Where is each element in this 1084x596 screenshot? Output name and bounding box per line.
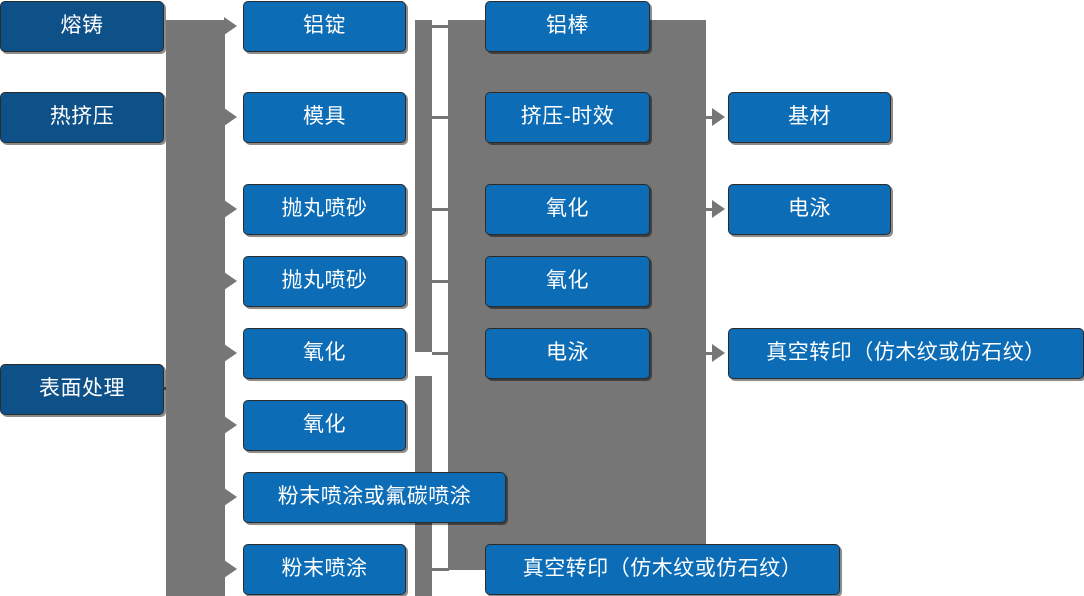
output-box-vacuum-transfer-printing[interactable]: 真空转印（仿木纹或仿石纹） xyxy=(728,328,1084,379)
material-label: 粉末喷涂 xyxy=(281,557,368,581)
output-arrow-3 xyxy=(712,344,725,362)
fanout-arrow-5 xyxy=(224,344,237,362)
stage-label: 熔铸 xyxy=(60,14,104,38)
fanout-arrow-2 xyxy=(224,108,237,126)
rung-connector-4 xyxy=(432,280,449,283)
stage-down-arrow-2 xyxy=(168,338,186,350)
material-box-mold[interactable]: 模具 xyxy=(243,92,406,143)
surface-treatment-stub xyxy=(164,387,190,390)
rung-connector-3 xyxy=(432,208,449,211)
output-arrow-2 xyxy=(712,200,725,218)
material-label: 抛丸喷砂 xyxy=(281,197,368,221)
fanout-block-connector xyxy=(188,20,225,596)
material-box-aluminum-ingot[interactable]: 铝锭 xyxy=(243,1,406,52)
process-label: 铝棒 xyxy=(546,14,589,38)
output-stem-2 xyxy=(706,208,714,211)
material-box-shot-blasting-1[interactable]: 抛丸喷砂 xyxy=(243,184,406,235)
rung-connector-5 xyxy=(432,352,449,355)
process-box-electrophoresis[interactable]: 电泳 xyxy=(485,328,650,379)
material-label: 氧化 xyxy=(303,413,346,437)
material-label: 氧化 xyxy=(303,341,346,365)
rung-connector-6 xyxy=(432,568,449,571)
output-stem-1 xyxy=(706,116,714,119)
fanout-arrow-8 xyxy=(224,560,237,578)
stage-label: 表面处理 xyxy=(39,377,125,401)
process-box-oxidation-2[interactable]: 氧化 xyxy=(485,256,650,307)
output-label: 基材 xyxy=(788,105,831,129)
output-arrow-1 xyxy=(712,108,725,126)
rung-connector-1 xyxy=(432,25,449,28)
output-box-electrophoresis[interactable]: 电泳 xyxy=(728,184,891,235)
material-label: 抛丸喷砂 xyxy=(281,269,368,293)
process-label: 氧化 xyxy=(546,197,589,221)
material-box-shot-blasting-2[interactable]: 抛丸喷砂 xyxy=(243,256,406,307)
stage-box-melting[interactable]: 熔铸 xyxy=(0,1,164,52)
stage-box-surface-treatment[interactable]: 表面处理 xyxy=(0,364,164,415)
rung-connector-2 xyxy=(432,116,449,119)
material-box-powder-or-fluorocarbon-coating[interactable]: 粉末喷涂或氟碳喷涂 xyxy=(243,472,506,523)
process-label: 电泳 xyxy=(546,341,589,365)
fanout-arrow-3 xyxy=(224,200,237,218)
process-label: 挤压-时效 xyxy=(520,105,615,129)
material-label: 粉末喷涂或氟碳喷涂 xyxy=(277,485,472,509)
material-label: 模具 xyxy=(303,105,346,129)
output-label: 电泳 xyxy=(788,197,831,221)
fanout-arrow-4 xyxy=(224,272,237,290)
fanout-arrow-6 xyxy=(224,416,237,434)
material-box-oxidation-1[interactable]: 氧化 xyxy=(243,328,406,379)
process-box-aluminum-billet[interactable]: 铝棒 xyxy=(485,1,650,52)
mid-bar-connector-upper xyxy=(415,20,432,352)
material-box-oxidation-2[interactable]: 氧化 xyxy=(243,400,406,451)
stage-down-arrow-1 xyxy=(168,66,186,78)
stage-spine-connector xyxy=(166,20,188,596)
stage-box-hot-extrusion[interactable]: 热挤压 xyxy=(0,92,164,143)
process-label: 真空转印（仿木纹或仿石纹） xyxy=(522,557,803,581)
fanout-arrow-7 xyxy=(224,488,237,506)
process-box-extrusion-aging[interactable]: 挤压-时效 xyxy=(485,92,650,143)
output-stem-3 xyxy=(706,352,714,355)
output-box-base-material[interactable]: 基材 xyxy=(728,92,891,143)
process-box-vacuum-transfer-printing[interactable]: 真空转印（仿木纹或仿石纹） xyxy=(485,544,840,595)
stage-label: 热挤压 xyxy=(49,105,115,129)
fanout-arrow-1 xyxy=(224,17,237,35)
process-box-oxidation-1[interactable]: 氧化 xyxy=(485,184,650,235)
process-label: 氧化 xyxy=(546,269,589,293)
output-label: 真空转印（仿木纹或仿石纹） xyxy=(766,341,1046,365)
material-label: 铝锭 xyxy=(303,14,346,38)
material-box-powder-coating[interactable]: 粉末喷涂 xyxy=(243,544,406,595)
